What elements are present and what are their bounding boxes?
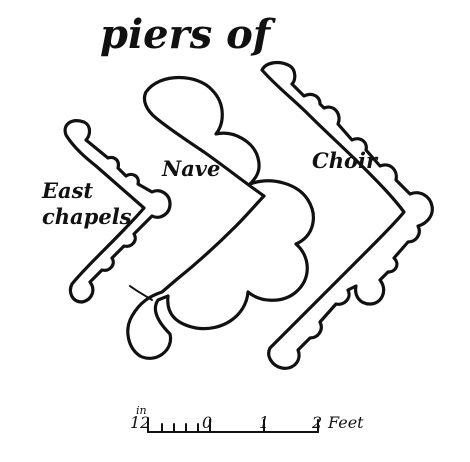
title-text: piers of (100, 11, 276, 58)
label-choir: Choir (312, 148, 379, 173)
east-chapels-pier (63, 119, 172, 304)
label-east: East (41, 178, 93, 203)
scale-label-feet: Feet (327, 413, 364, 432)
scale-label-inch-mark: in (136, 404, 147, 417)
nave-pier (126, 75, 315, 360)
scale-label-1: 1 (259, 413, 269, 432)
scale-bar: 12 in 0 1 2 Feet (130, 404, 364, 433)
choir-pier (260, 60, 434, 370)
scale-label-2: 2 (311, 413, 322, 432)
label-chapels: chapels (42, 204, 132, 229)
scale-label-0: 0 (202, 413, 212, 432)
label-nave: Nave (161, 156, 220, 181)
scale-label-12: 12 (130, 413, 150, 432)
